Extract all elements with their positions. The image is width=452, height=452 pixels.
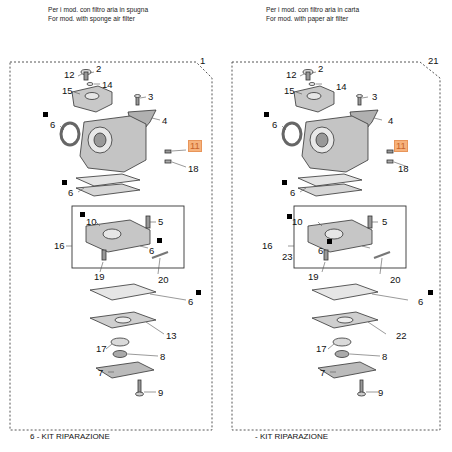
callout-number: 6 [290, 188, 295, 198]
panel-outline [232, 62, 440, 430]
callout-number: 16 [54, 241, 65, 251]
callout-number: 8 [382, 352, 387, 362]
panel: Per i mod. con filtro aria in cartaFor m… [232, 2, 440, 430]
callout-number: 12 [64, 70, 75, 80]
callout-number: 6 [149, 246, 154, 256]
callout-number: 6 [318, 246, 323, 256]
callout-number: 6 [188, 297, 193, 307]
callout-number: 23 [282, 252, 293, 262]
callout-number: 6 [50, 120, 55, 130]
callout-number: 9 [158, 388, 163, 398]
callout-number: 13 [166, 331, 177, 341]
callout-number: 10 [292, 217, 303, 227]
callout-number: 15 [62, 86, 73, 96]
marker-square [43, 112, 433, 295]
callout-number: 5 [382, 217, 387, 227]
callout-number: 22 [396, 331, 407, 341]
callout-number: 18 [188, 164, 199, 174]
panel-heading: For mod. with sponge air filter [48, 15, 135, 22]
callout-number: 10 [86, 217, 97, 227]
panel-heading: Per i mod. con filtro aria in carta [266, 6, 359, 13]
callout-number: 12 [286, 70, 297, 80]
carburettor [60, 70, 186, 397]
callout-number: 3 [148, 92, 153, 102]
callout-number: 4 [162, 116, 167, 126]
kit-note: - KIT RIPARAZIONE [255, 433, 328, 441]
callout-number: 19 [308, 272, 319, 282]
callout-number: 16 [262, 241, 273, 251]
callout-number: 7 [98, 368, 103, 378]
kit-note: 6 - KIT RIPARAZIONE [30, 433, 110, 441]
carburettor [282, 70, 408, 397]
callout-number: 1 [200, 56, 205, 66]
callout-number: 6 [418, 297, 423, 307]
callout-number: 20 [390, 275, 401, 285]
callout-number: 21 [428, 56, 439, 66]
callout-number: 17 [316, 344, 327, 354]
callout-number: 2 [96, 64, 101, 74]
highlight-callout: 11 [188, 140, 202, 152]
callout-number: 5 [158, 217, 163, 227]
callout-number: 18 [398, 164, 409, 174]
callout-number: 9 [378, 388, 383, 398]
panel-heading: For mod. with paper air filter [266, 15, 348, 22]
callout-number: 14 [102, 80, 113, 90]
callout-number: 6 [272, 120, 277, 130]
panel-outline [10, 62, 212, 430]
panel: Per i mod. con filtro aria in spugnaFor … [10, 2, 212, 430]
callout-number: 15 [284, 86, 295, 96]
callout-number: 19 [94, 272, 105, 282]
callout-number: 11 [396, 141, 406, 151]
callout-number: 14 [336, 82, 347, 92]
callout-number: 7 [320, 368, 325, 378]
callout-number: 3 [372, 92, 377, 102]
callout-number: 11 [190, 141, 200, 151]
callout-number: 17 [96, 344, 107, 354]
panel-heading: Per i mod. con filtro aria in spugna [48, 6, 148, 13]
callout-number: 8 [160, 352, 165, 362]
callout-number: 6 [68, 188, 73, 198]
callout-number: 4 [388, 116, 393, 126]
callout-number: 2 [318, 64, 323, 74]
highlight-callout: 11 [394, 140, 408, 152]
callout-number: 20 [158, 275, 169, 285]
